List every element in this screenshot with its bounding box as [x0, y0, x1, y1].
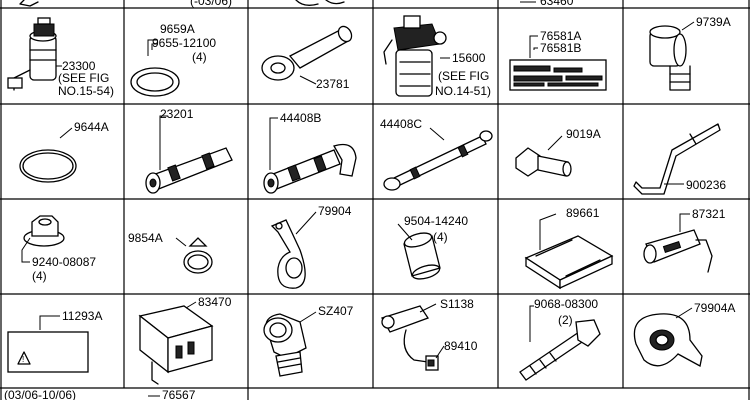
part-label: 9644A: [74, 120, 109, 134]
banjo-fitting-icon: [261, 25, 353, 81]
part-label: 9655-12100: [152, 36, 216, 50]
hose-elbow-icon: [263, 143, 357, 194]
part-label: 9854A: [128, 231, 163, 245]
cell-44408C[interactable]: 44408C: [380, 117, 493, 191]
cell-9644A[interactable]: 9644A: [19, 120, 109, 183]
cell-S1138[interactable]: S1138 89410: [381, 297, 478, 371]
control-module-icon: [524, 235, 614, 290]
cell-23781[interactable]: 23781: [261, 24, 354, 91]
hose-icon: [145, 147, 233, 194]
svg-text:!: !: [22, 355, 24, 364]
bottom-label-c1: (03/06-10/06): [4, 388, 76, 400]
bolt-icon: [515, 147, 572, 177]
hose-clip-icon: [183, 237, 213, 274]
see-fig-note: (SEE FIG: [438, 69, 489, 83]
qty-label: (4): [433, 230, 448, 244]
top-partial-row: (-03/06) 63460: [19, 0, 574, 8]
part-label: 23201: [160, 107, 194, 121]
top-label-c1: (-03/06): [190, 0, 232, 8]
cell-23201[interactable]: 23201: [145, 107, 233, 194]
part-label: 76581A: [540, 29, 581, 43]
o-ring-icon: [19, 149, 77, 183]
fuel-filter-icon: [7, 17, 57, 91]
cell-9739A[interactable]: 9739A: [649, 15, 731, 91]
cell-79904[interactable]: 79904: [270, 204, 352, 289]
cell-83470[interactable]: 83470: [138, 295, 232, 385]
bottom-partial-row: (03/06-10/06) 76567: [4, 388, 196, 402]
part-label: 9068-08300: [534, 297, 598, 311]
part-label: 89410: [444, 339, 478, 353]
bent-pipe-icon: [633, 123, 721, 195]
part-label: 76581B: [540, 41, 581, 55]
cell-9019A[interactable]: 9019A: [515, 127, 601, 177]
part-label: 900236: [686, 178, 726, 192]
long-bolt-icon: [519, 319, 601, 381]
elbow-fitting-icon: [649, 25, 691, 91]
part-label: 15600: [452, 51, 486, 65]
switch-harness-icon: [381, 305, 439, 371]
relay-box-icon: [138, 305, 214, 385]
pipe-clamp-icon: [633, 313, 703, 367]
cell-9240-08087[interactable]: 9240-08087 (4): [21, 215, 96, 283]
cell-89661[interactable]: 89661: [524, 206, 614, 290]
filter-assembly-icon: [383, 15, 447, 97]
cell-9068-08300[interactable]: 9068-08300 (2): [519, 297, 601, 381]
qty-label: (4): [192, 50, 207, 64]
part-label: SZ407: [318, 304, 354, 318]
cell-SZ407[interactable]: SZ407: [263, 304, 354, 377]
cell-900236[interactable]: 900236: [633, 123, 726, 195]
cell-11293A[interactable]: ! 11293A: [7, 309, 102, 373]
collar-sleeve-icon: [403, 232, 441, 280]
caution-label-icon: [7, 331, 89, 373]
part-label: 87321: [692, 207, 726, 221]
cell-9504-14240[interactable]: 9504-14240 (4): [397, 214, 468, 282]
part-label: 23781: [316, 77, 350, 91]
hose-straight-icon: [383, 130, 493, 191]
part-label: 9739A: [696, 15, 731, 29]
cell-76581A[interactable]: 76581A 76581B: [509, 29, 607, 91]
warning-triangle-icon: [17, 351, 31, 365]
gasket-ring-icon: [130, 67, 180, 97]
part-label: 23300: [62, 59, 96, 73]
part-label: 11293A: [62, 309, 102, 323]
part-label: 9504-14240: [404, 214, 468, 228]
partial-part-shape: [295, 0, 345, 6]
cell-23300[interactable]: 23300 (SEE FIG NO.15-54): [7, 17, 114, 98]
part-label: 79904A: [694, 301, 735, 315]
clamp-bracket-icon: [270, 219, 306, 289]
flange-nut-icon: [23, 215, 65, 247]
cell-44408B[interactable]: 44408B: [263, 111, 357, 194]
part-label: S1138: [440, 297, 474, 311]
part-label: 79904: [318, 204, 352, 218]
see-fig-note: NO.15-54): [58, 84, 114, 98]
qty-label: (2): [558, 313, 573, 327]
elbow-sensor-icon: [263, 313, 307, 377]
see-fig-note: NO.14-51): [435, 84, 491, 98]
top-label-c5: 63460: [540, 0, 574, 8]
see-fig-note: (SEE FIG: [58, 71, 109, 85]
partial-part-shape: [19, 0, 39, 7]
part-label: 9240-08087: [32, 255, 96, 269]
part-label: 44408B: [280, 111, 321, 125]
part-label: 89661: [566, 206, 600, 220]
cell-9659A[interactable]: 9659A 9655-12100 (4): [130, 22, 216, 97]
cell-15600[interactable]: 15600 (SEE FIG NO.14-51): [383, 15, 491, 98]
bottom-label-c2: 76567: [162, 388, 196, 400]
cell-9854A[interactable]: 9854A: [128, 231, 213, 274]
part-label: 83470: [198, 295, 232, 309]
qty-label: (4): [32, 269, 47, 283]
part-label: 9019A: [566, 127, 601, 141]
part-label: 44408C: [380, 117, 422, 131]
cell-87321[interactable]: 87321: [643, 207, 726, 273]
part-label: 9659A: [160, 22, 195, 36]
cell-79904A[interactable]: 79904A: [633, 301, 735, 367]
sensor-icon: [643, 229, 713, 273]
